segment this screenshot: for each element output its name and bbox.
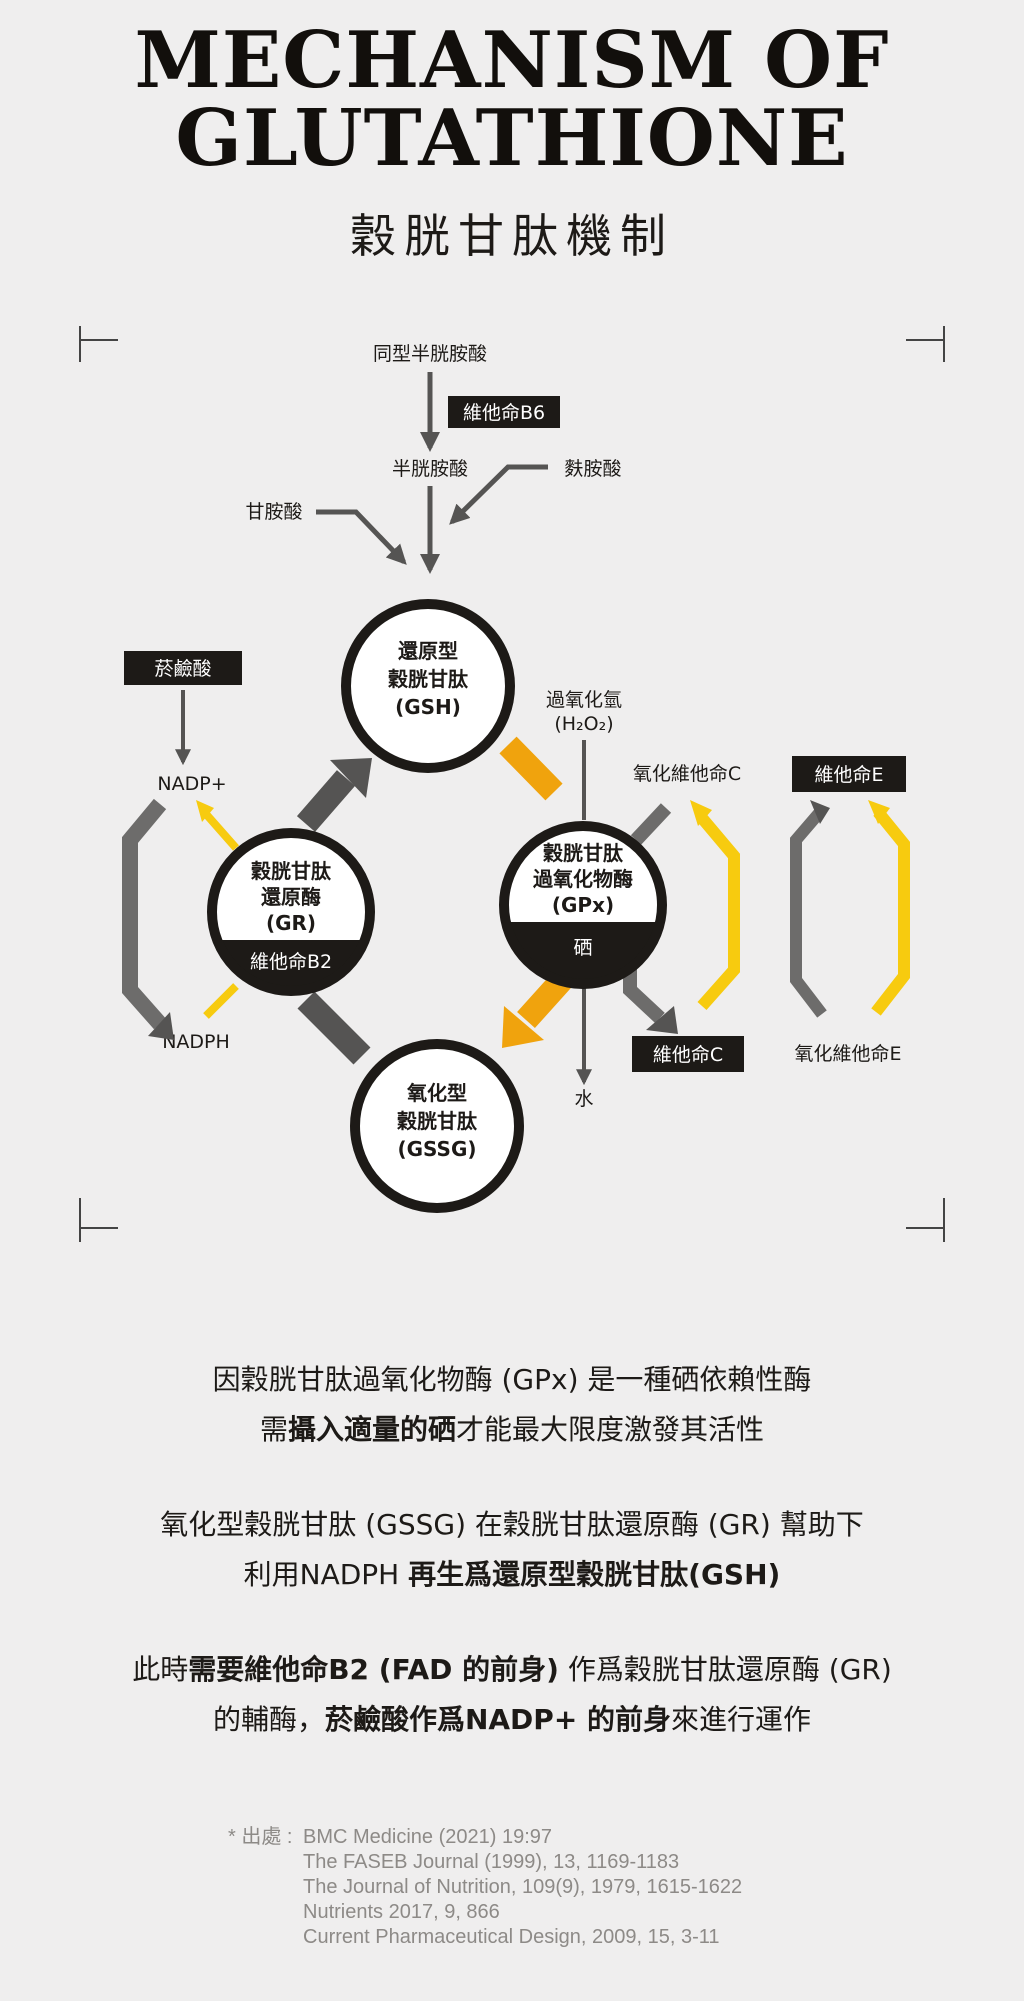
reference-item: Current Pharmaceutical Design, 2009, 15,… [303, 1926, 720, 1948]
gr-line-2: 還原酶 [261, 885, 321, 909]
p3-line-2: 的輔酶，菸鹼酸作爲NADP+ 的前身來進行運作 [0, 1695, 1024, 1745]
homocysteine-label: 同型半胱胺酸 [373, 343, 487, 365]
gsh-line-1: 還原型 [398, 639, 458, 663]
glutamic-acid-arrow [449, 464, 548, 525]
glutamic-acid-label: 麩胺酸 [564, 458, 621, 480]
title-line-2: GLUTATHIONE [175, 93, 849, 184]
nadp-plus-label: NADP+ [157, 773, 226, 795]
paragraph-gssg-regeneration: 氧化型穀胱甘肽 (GSSG) 在穀胱甘肽還原酶 (GR) 幫助下 利用NADPH… [0, 1500, 1024, 1600]
references: * 出處 : BMC Medicine (2021) 19:97 The FASE… [228, 1825, 742, 1950]
water-label: 水 [574, 1088, 593, 1110]
p1-line-2-bold: 攝入適量的硒 [287, 1413, 456, 1446]
h2o2-name-label: 過氧化氫 [546, 689, 622, 711]
gpx-line-3: (GPx) [552, 893, 614, 917]
reference-item: The FASEB Journal (1999), 13, 1169-1183 [303, 1851, 680, 1873]
gpx-to-gssg-arrow [517, 971, 571, 1029]
vitamin-c-gray-arrow [623, 968, 665, 1024]
nadp-plus-yellow-arrow-head [196, 800, 214, 822]
vitamin-c-yellow-bracket [697, 814, 740, 1010]
nadph-arrow-head [148, 1012, 174, 1040]
p3-line-2-start: 的輔酶， [212, 1703, 325, 1736]
vitamin-c-gray-arrow-head [646, 1006, 678, 1034]
subtitle: 穀胱甘肽機制 [350, 209, 674, 263]
oxidized-vitamin-c-gray-arrow [630, 803, 672, 845]
oxidized-vitamin-c-label: 氧化維他命C [633, 763, 741, 785]
vitamin-e-yellow-bracket [871, 808, 910, 1016]
cysteine-label: 半胱胺酸 [392, 458, 468, 480]
gssg-line-3: (GSSG) [397, 1137, 476, 1161]
gr-to-gsh-arrow [296, 770, 356, 832]
p2-line-2: 利用NADPH 再生爲還原型穀胱甘肽(GSH) [0, 1550, 1024, 1600]
vitamin-c-label: 維他命C [653, 1044, 723, 1066]
vitamin-c-box [632, 1036, 744, 1072]
h2o2-formula-label: (H₂O₂) [554, 713, 613, 735]
gr-line-3: (GR) [266, 911, 316, 935]
p3-line-1-end: 作爲穀胱甘肽還原酶 (GR) [558, 1653, 892, 1686]
gsh-node: 還原型 穀胱甘肽 (GSH) [341, 599, 515, 773]
p1-line-1: 因穀胱甘肽過氧化物酶 (GPx) 是一種硒依賴性酶 [212, 1363, 812, 1396]
vitamin-e-box [792, 756, 906, 792]
gssg-to-gr-connector [297, 991, 371, 1065]
gpx-cofactor-label: 硒 [573, 937, 592, 959]
nadp-cycle-gray-bracket [122, 798, 167, 1030]
gsh-line-3: (GSH) [395, 695, 461, 719]
gsh-to-gpx-arrow [499, 736, 563, 801]
gpx-line-2: 過氧化物酶 [533, 867, 633, 891]
paragraph-gpx-selenium: 因穀胱甘肽過氧化物酶 (GPx) 是一種硒依賴性酶 需攝入適量的硒才能最大限度激… [0, 1355, 1024, 1455]
gr-to-gsh-arrow-head [330, 758, 372, 798]
vitamin-c-yellow-arrow-head [690, 800, 712, 826]
p1-line-2: 需攝入適量的硒才能最大限度激發其活性 [0, 1405, 1024, 1455]
gssg-line-1: 氧化型 [406, 1081, 467, 1105]
paragraph-cofactors: 此時需要維他命B2 (FAD 的前身) 作爲穀胱甘肽還原酶 (GR) 的輔酶，菸… [0, 1645, 1024, 1745]
nadp-cycle-yellow-top [203, 811, 239, 851]
p3-line-2-bold: 菸鹼酸作爲NADP+ 的前身 [324, 1703, 672, 1736]
references-prefix: * 出處 : [228, 1826, 293, 1848]
nadp-cycle-yellow-bottom [203, 983, 239, 1019]
gsh-line-2: 穀胱甘肽 [388, 667, 469, 691]
vitamin-b6-box [448, 396, 560, 428]
p2-line-1: 氧化型穀胱甘肽 (GSSG) 在穀胱甘肽還原酶 (GR) 幫助下 [160, 1508, 864, 1541]
gpx-to-gssg-arrow-head [502, 1006, 544, 1048]
p2-line-2-bold: 再生爲還原型穀胱甘肽(GSH) [408, 1558, 781, 1591]
gssg-line-2: 穀胱甘肽 [397, 1109, 478, 1133]
reference-item: BMC Medicine (2021) 19:97 [303, 1826, 553, 1848]
reference-item: Nutrients 2017, 9, 866 [303, 1901, 500, 1923]
vitamin-e-label: 維他命E [814, 764, 883, 786]
gr-node: 穀胱甘肽 還原酶 (GR) 維他命B2 [207, 828, 375, 996]
p3-line-1: 此時需要維他命B2 (FAD 的前身) 作爲穀胱甘肽還原酶 (GR) [0, 1645, 1024, 1695]
niacin-box [124, 651, 242, 685]
gpx-line-1: 穀胱甘肽 [543, 841, 624, 865]
gr-line-1: 穀胱甘肽 [251, 859, 332, 883]
gssg-node: 氧化型 穀胱甘肽 (GSSG) [350, 1039, 524, 1213]
corner-marks [79, 326, 945, 1242]
gr-cofactor-label: 維他命B2 [250, 951, 332, 973]
vitamin-b6-label: 維他命B6 [463, 402, 545, 424]
glycine-arrow [316, 509, 407, 565]
vitamin-e-gray-bracket [790, 808, 827, 1018]
vitamin-e-gray-arrow-head [810, 800, 830, 824]
reference-item: The Journal of Nutrition, 109(9), 1979, … [303, 1876, 743, 1898]
glutathione-mechanism-diagram: 同型半胱胺酸 維他命B6 半胱胺酸 麩胺酸 甘胺酸 菸鹼酸 NADP+ NADP… [79, 326, 945, 1242]
p1-line-2-end: 才能最大限度激發其活性 [456, 1413, 765, 1446]
title-line-1: MECHANISM OF [134, 15, 890, 106]
p3-line-1-bold: 需要維他命B2 (FAD 的前身) [188, 1653, 559, 1686]
glycine-label: 甘胺酸 [245, 501, 302, 523]
p2-line-2-start: 利用NADPH [243, 1558, 409, 1591]
oxidized-vitamin-e-label: 氧化維他命E [794, 1043, 901, 1065]
vitamin-e-yellow-arrow-head [868, 800, 890, 824]
p1-line-2-start: 需 [259, 1413, 288, 1446]
gpx-node: 穀胱甘肽 過氧化物酶 (GPx) 硒 [499, 821, 667, 989]
niacin-label: 菸鹼酸 [154, 658, 211, 680]
p3-line-2-end: 來進行運作 [671, 1703, 812, 1736]
p3-line-1-start: 此時 [132, 1653, 189, 1686]
nadph-label: NADPH [162, 1031, 230, 1053]
